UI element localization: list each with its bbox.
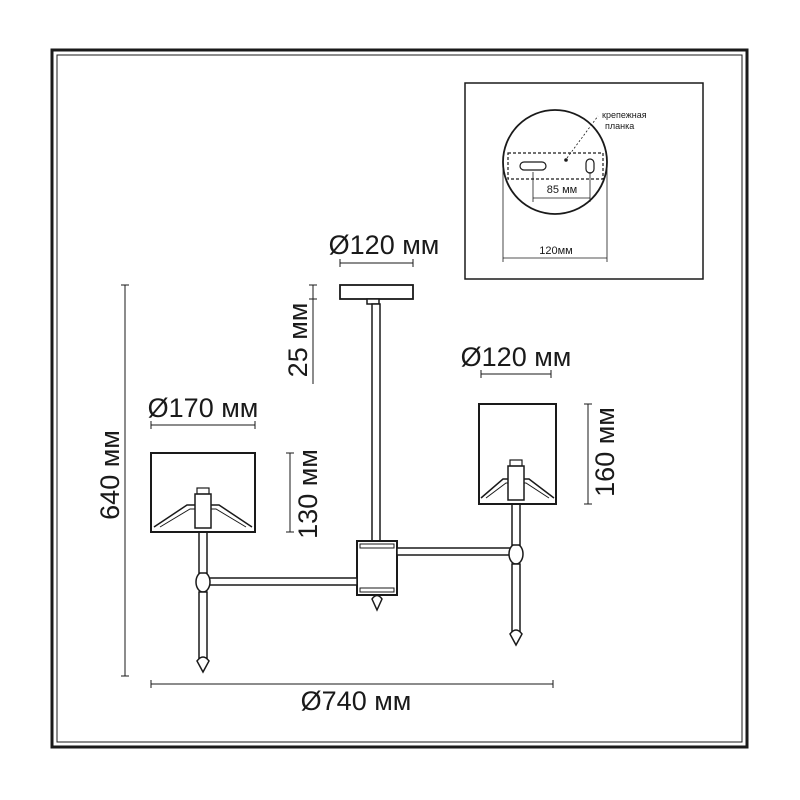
plate-width-label: 120мм bbox=[539, 245, 572, 257]
left-socket bbox=[194, 493, 212, 529]
plate-label-line2: планка bbox=[605, 121, 634, 131]
left-shade-diameter-dim: Ø170 мм bbox=[148, 393, 259, 429]
right-bulb-cap bbox=[509, 459, 523, 467]
right-shade-diameter-label: Ø120 мм bbox=[461, 342, 572, 372]
hub-finial bbox=[371, 594, 383, 612]
right-shade-height-label: 160 мм bbox=[590, 407, 620, 497]
canopy bbox=[339, 284, 414, 300]
mounting-inset: крепежная планка 85 мм 120мм bbox=[464, 82, 704, 280]
center-hub bbox=[356, 540, 398, 596]
left-shade-height-dim: 130 мм bbox=[286, 449, 323, 539]
inner-frame bbox=[56, 54, 743, 743]
outer-frame bbox=[50, 48, 749, 749]
left-upper-rod bbox=[198, 531, 208, 574]
right-finial bbox=[509, 629, 523, 647]
left-finial bbox=[196, 656, 210, 674]
chandelier bbox=[150, 284, 557, 674]
canopy-diameter-dim: Ø120 мм bbox=[329, 230, 440, 267]
right-arm-knuckle bbox=[508, 543, 524, 565]
right-shade-diameter-dim: Ø120 мм bbox=[461, 342, 572, 378]
left-shade-height-label: 130 мм bbox=[293, 449, 323, 539]
total-height-dim: 640 мм bbox=[95, 284, 129, 677]
plate-label-line1: крепежная bbox=[602, 110, 647, 120]
total-height-label: 640 мм bbox=[95, 430, 125, 520]
hole-spacing-label: 85 мм bbox=[547, 184, 577, 196]
left-shade-diameter-label: Ø170 мм bbox=[148, 393, 259, 423]
left-arm bbox=[205, 577, 358, 586]
stem bbox=[371, 303, 381, 542]
left-bulb-cap bbox=[196, 487, 210, 495]
right-upper-rod bbox=[511, 500, 521, 546]
inset-frame bbox=[464, 82, 704, 280]
total-width-dim: Ø740 мм bbox=[150, 680, 554, 716]
center-dot bbox=[564, 158, 568, 162]
left-lower-rod bbox=[198, 591, 208, 659]
canopy-diameter-label: Ø120 мм bbox=[329, 230, 440, 260]
total-width-label: Ø740 мм bbox=[301, 686, 412, 716]
right-arm bbox=[396, 547, 512, 556]
mounting-plate bbox=[507, 152, 604, 180]
hub-band-bottom bbox=[359, 587, 395, 593]
right-lower-rod bbox=[511, 563, 521, 633]
right-shade-height-dim: 160 мм bbox=[584, 403, 620, 505]
canopy-height-dim: 25 мм bbox=[283, 284, 317, 384]
canopy-height-label: 25 мм bbox=[283, 303, 313, 378]
right-socket bbox=[507, 465, 525, 501]
plate-leader-line bbox=[566, 115, 599, 159]
hub-band-top bbox=[359, 543, 395, 549]
slot-hole bbox=[519, 161, 547, 171]
left-arm-knuckle bbox=[195, 571, 211, 593]
